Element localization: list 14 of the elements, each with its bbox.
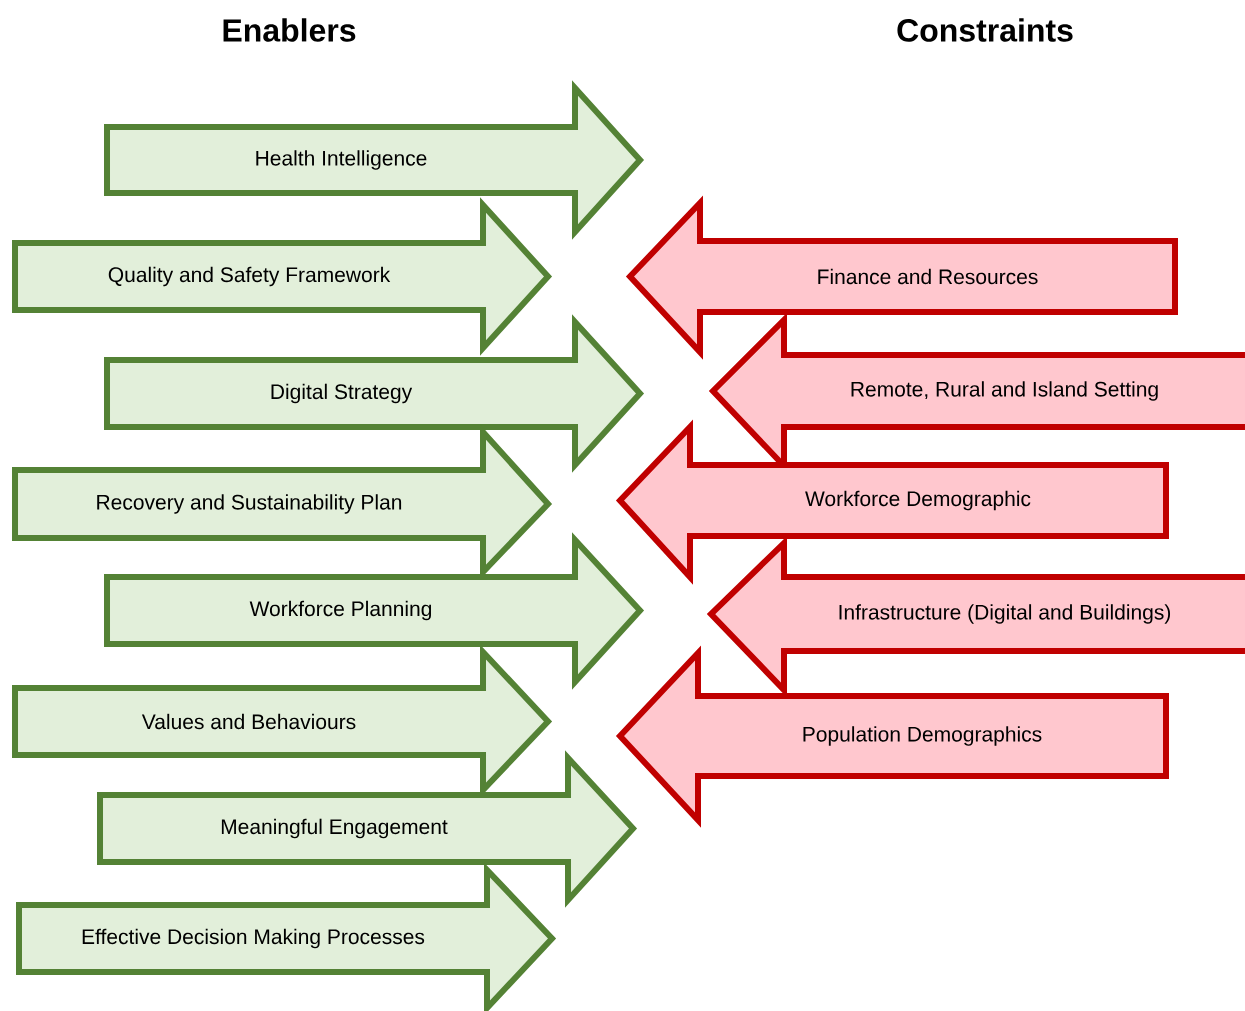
column-heading: Constraints <box>897 18 1073 42</box>
pointer-box: Population Demographics <box>615 645 1169 828</box>
pointer-box: Meaningful Engagement <box>97 750 638 908</box>
column-heading: Enablers <box>223 18 356 42</box>
pointer-box: Health Intelligence <box>104 80 645 240</box>
pointer-box: Effective Decision Making Processes <box>16 862 557 1011</box>
node-label: Finance and Resources <box>818 268 1038 285</box>
node-label: Workforce Demographic <box>805 490 1031 511</box>
node-label: Population Demographics <box>803 726 1042 746</box>
pointer-box: Finance and Resources <box>625 195 1178 360</box>
pointer-box: Workforce Planning <box>104 532 645 690</box>
pointer-box: Workforce Demographic <box>615 419 1169 585</box>
pointer-box: Quality and Safety Framework <box>12 197 553 356</box>
pointer-box: Digital Strategy <box>104 314 645 473</box>
